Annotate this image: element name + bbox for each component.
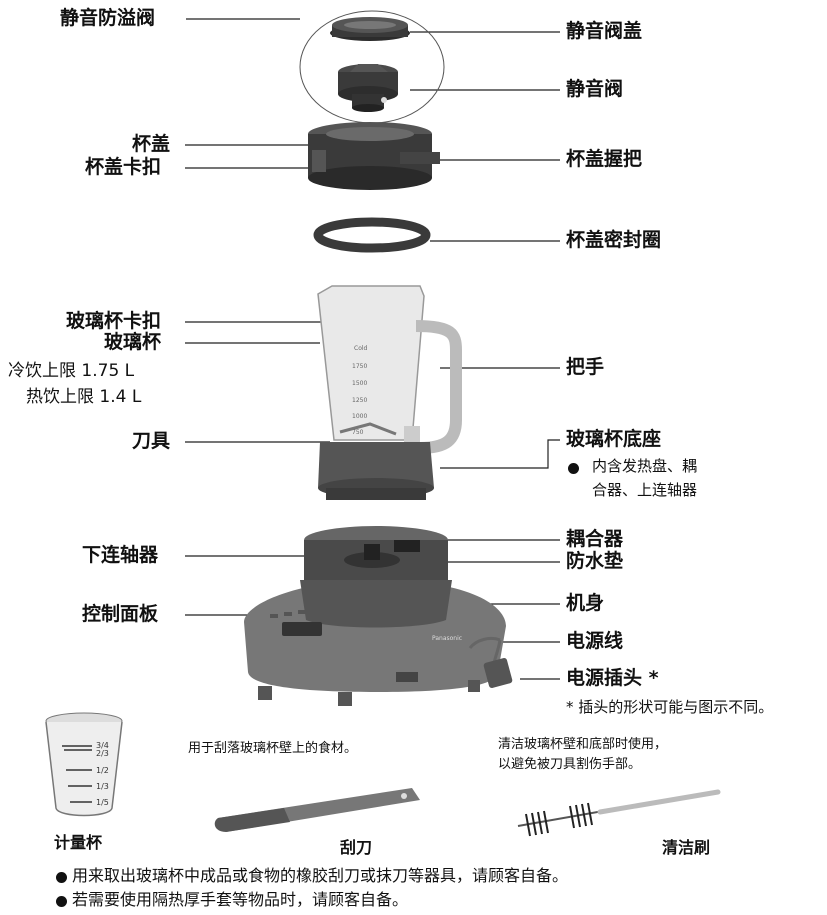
label-control-panel: 控制面板 [82,603,159,625]
note-1: 用来取出玻璃杯中成品或食物的橡胶刮刀或抹刀等器具，请顾客自备。 [72,866,569,885]
cup-mark-1-3: 1/3 [96,782,109,791]
label-glass-cup: 玻璃杯 [104,331,162,353]
note-2: 若需要使用隔热厚手套等物品时，请顾客自备。 [72,890,409,909]
bullet-dot [568,463,579,474]
label-silent-valve: 静音阀 [566,78,624,100]
cup-lid-drawing [308,122,440,190]
brush-description-line2: 以避免被刀具割伤手部。 [498,757,642,772]
label-measuring-cup: 计量杯 [54,833,103,852]
cup-mark-2-3: 2/3 [96,749,109,758]
label-power-cord: 电源线 [566,630,624,652]
label-glass-cup-base: 玻璃杯底座 [566,428,662,450]
label-silent-valve-cap: 静音阀盖 [566,20,643,42]
label-scraper: 刮刀 [340,838,373,857]
cup-mark-3-4: 3/4 [96,741,109,750]
label-cold-limit: 冷饮上限 1.75 L [8,361,135,381]
cup-mark-1-2: 1/2 [96,766,109,775]
label-power-plug: 电源插头 * [566,667,659,689]
jar-mark-1250: 1250 [352,397,367,404]
label-body: 机身 [566,592,605,614]
power-cord-drawing [468,636,513,688]
label-cup-lid-clip: 杯盖卡扣 [85,156,162,178]
jar-mark-1000: 1000 [352,413,367,420]
note-bullet-2 [56,896,67,907]
silent-valve-drawing [338,64,398,112]
label-hot-limit: 热饮上限 1.4 L [26,387,142,407]
label-brush: 清洁刷 [662,838,711,857]
glass-jar-drawing: Cold 1750 1500 1250 1000 750 [317,285,462,500]
label-blade: 刀具 [132,430,171,452]
label-coupler: 耦合器 [566,528,624,550]
label-cup-lid-grip: 杯盖握把 [566,148,643,170]
jar-mark-cold: Cold [354,345,368,352]
label-handle: 把手 [566,356,605,378]
label-cup-lid-seal: 杯盖密封圈 [566,229,662,251]
label-lower-coupler: 下连轴器 [82,544,159,566]
jar-mark-1750: 1750 [352,363,367,370]
note-bullet-1 [56,872,67,883]
brand-logo: Panasonic [432,635,462,642]
main-body-drawing: Panasonic [244,526,506,706]
measuring-cup-drawing: 3/4 2/3 1/2 1/3 1/5 [45,712,123,817]
label-plug-note: * 插头的形状可能与图示不同。 [566,698,774,716]
label-base-note-line2: 合器、上连轴器 [592,481,698,499]
label-waterproof-pad: 防水垫 [566,550,624,572]
cleaning-brush-drawing [517,789,721,837]
label-glass-cup-clip: 玻璃杯卡扣 [66,310,162,332]
label-silent-overflow-valve: 静音防溢阀 [60,7,156,29]
label-base-note-line1: 内含发热盘、耦 [592,457,698,475]
cup-mark-1-5: 1/5 [96,798,109,807]
jar-mark-1500: 1500 [352,380,367,387]
brush-description-line1: 清洁玻璃杯壁和底部时使用， [498,737,668,752]
silent-valve-cap-drawing [330,17,410,41]
label-cup-lid: 杯盖 [132,133,171,155]
jar-mark-750: 750 [352,429,364,436]
scraper-description: 用于刮落玻璃杯壁上的食材。 [188,741,358,756]
scraper-drawing [214,788,420,832]
cup-lid-seal-drawing [313,217,431,253]
